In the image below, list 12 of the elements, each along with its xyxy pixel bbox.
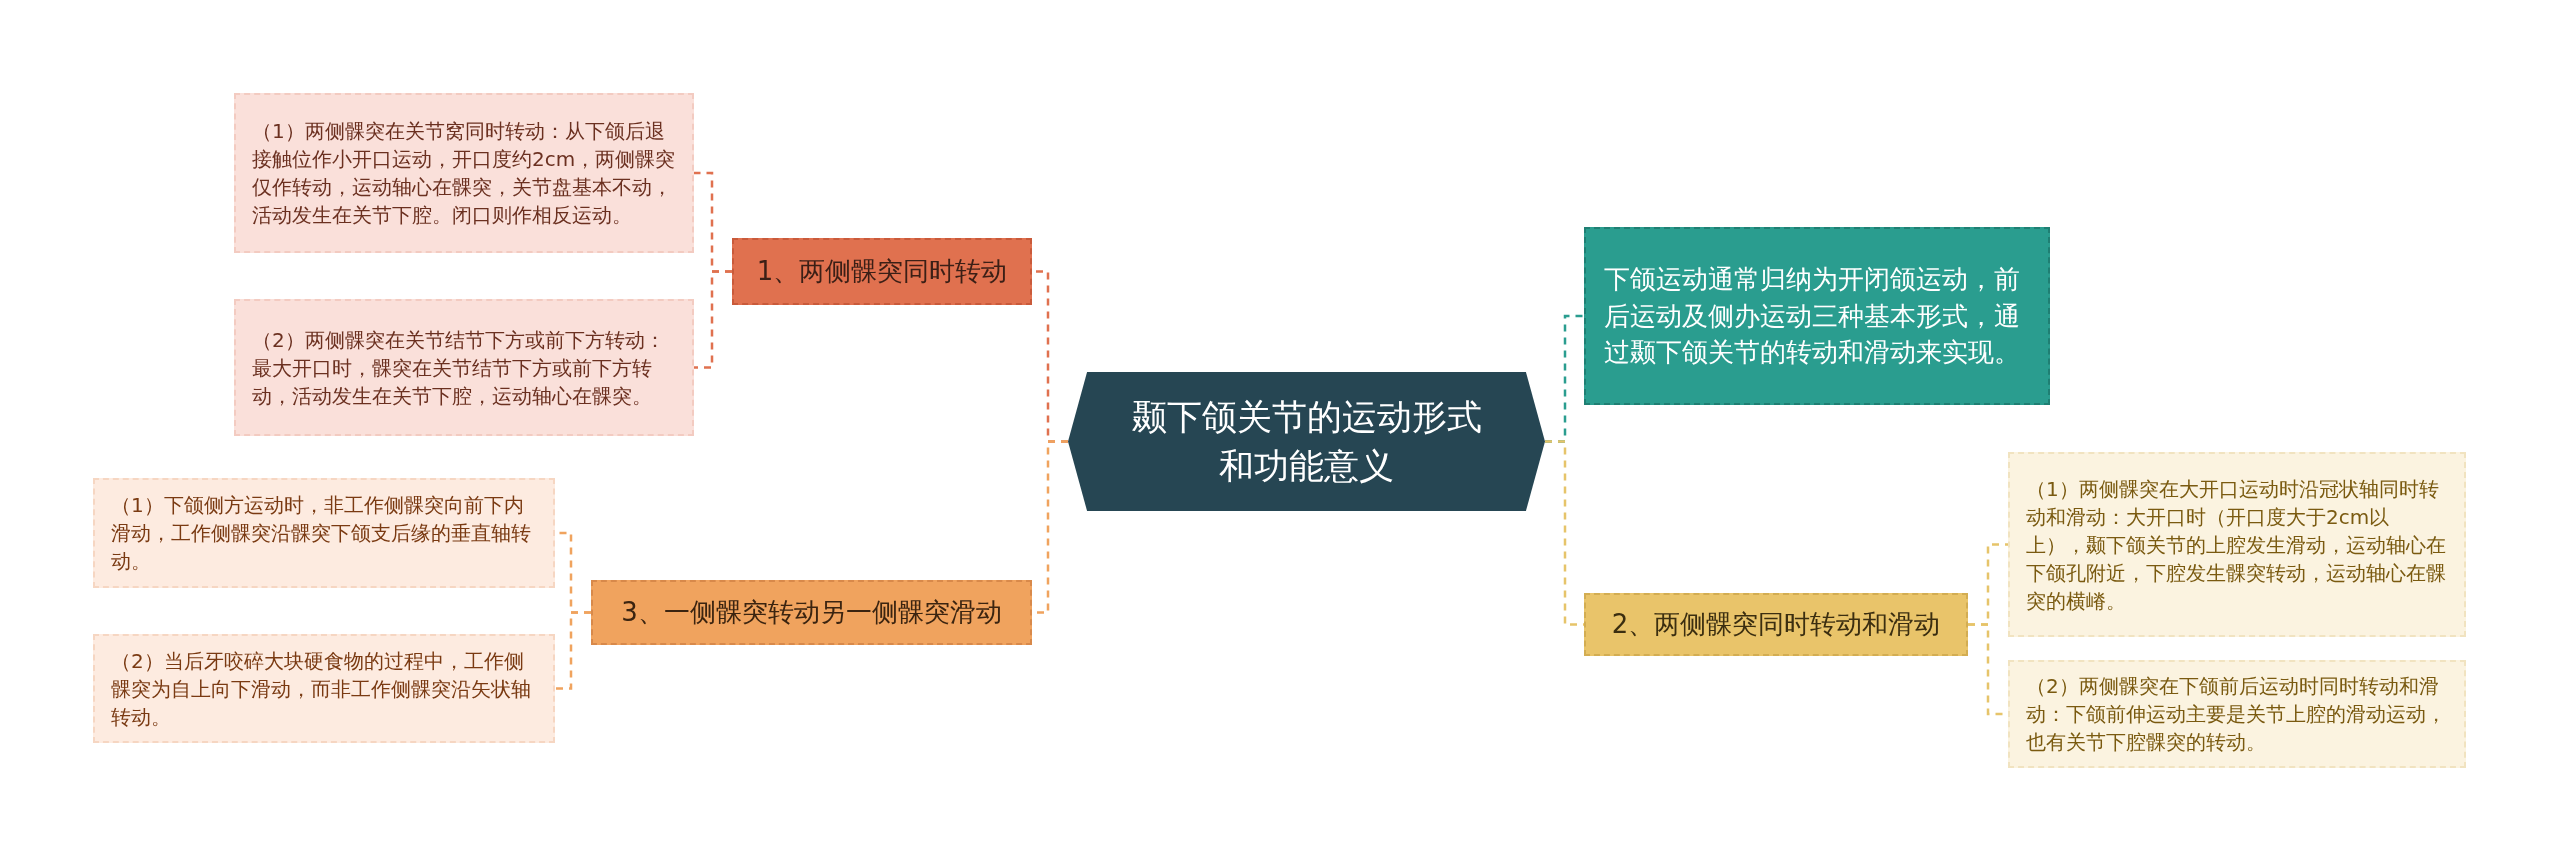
branch-box: 下颌运动通常归纳为开闭颌运动，前后运动及侧办运动三种基本形式，通过颞下颌关节的转动和滑动来实现。: [1584, 227, 2050, 405]
note-box: （1）下颌侧方运动时，非工作侧髁突向前下内滑动，工作侧髁突沿髁突下颌支后缘的垂直轴转动。: [93, 478, 555, 588]
note-box: （2）两侧髁突在下颌前后运动时同时转动和滑动：下颌前伸运动主要是关节上腔的滑动运动，也有关节下腔髁突的转动。: [2008, 660, 2466, 768]
branch-box: 3、一侧髁突转动另一侧髁突滑动: [591, 580, 1032, 645]
note-box: （1）两侧髁突在大开口运动时沿冠状轴同时转动和滑动：大开口时（开口度大于2cm以上），颞下颌关节的上腔发生滑动，运动轴心在下颌孔附近，下腔发生髁突转动，运动轴心在髁突的横嵴。: [2008, 452, 2466, 637]
branch-box: 2、两侧髁突同时转动和滑动: [1584, 593, 1968, 656]
note-box: （2）两侧髁突在关节结节下方或前下方转动：最大开口时，髁突在关节结节下方或前下方转动，活动发生在关节下腔，运动轴心在髁突。: [234, 299, 694, 436]
note-box: （1）两侧髁突在关节窝同时转动：从下颌后退接触位作小开口运动，开口度约2cm，两侧髁突仅作转动，运动轴心在髁突，关节盘基本不动，活动发生在关节下腔。闭口则作相反运动。: [234, 93, 694, 253]
connector-line: [555, 611, 591, 690]
connector-line: [694, 270, 732, 369]
note-box: （2）当后牙咬碎大块硬食物的过程中，工作侧髁突为自上向下滑动，而非工作侧髁突沿矢状轴转动。: [93, 634, 555, 743]
branch-box: 1、两侧髁突同时转动: [732, 238, 1032, 305]
